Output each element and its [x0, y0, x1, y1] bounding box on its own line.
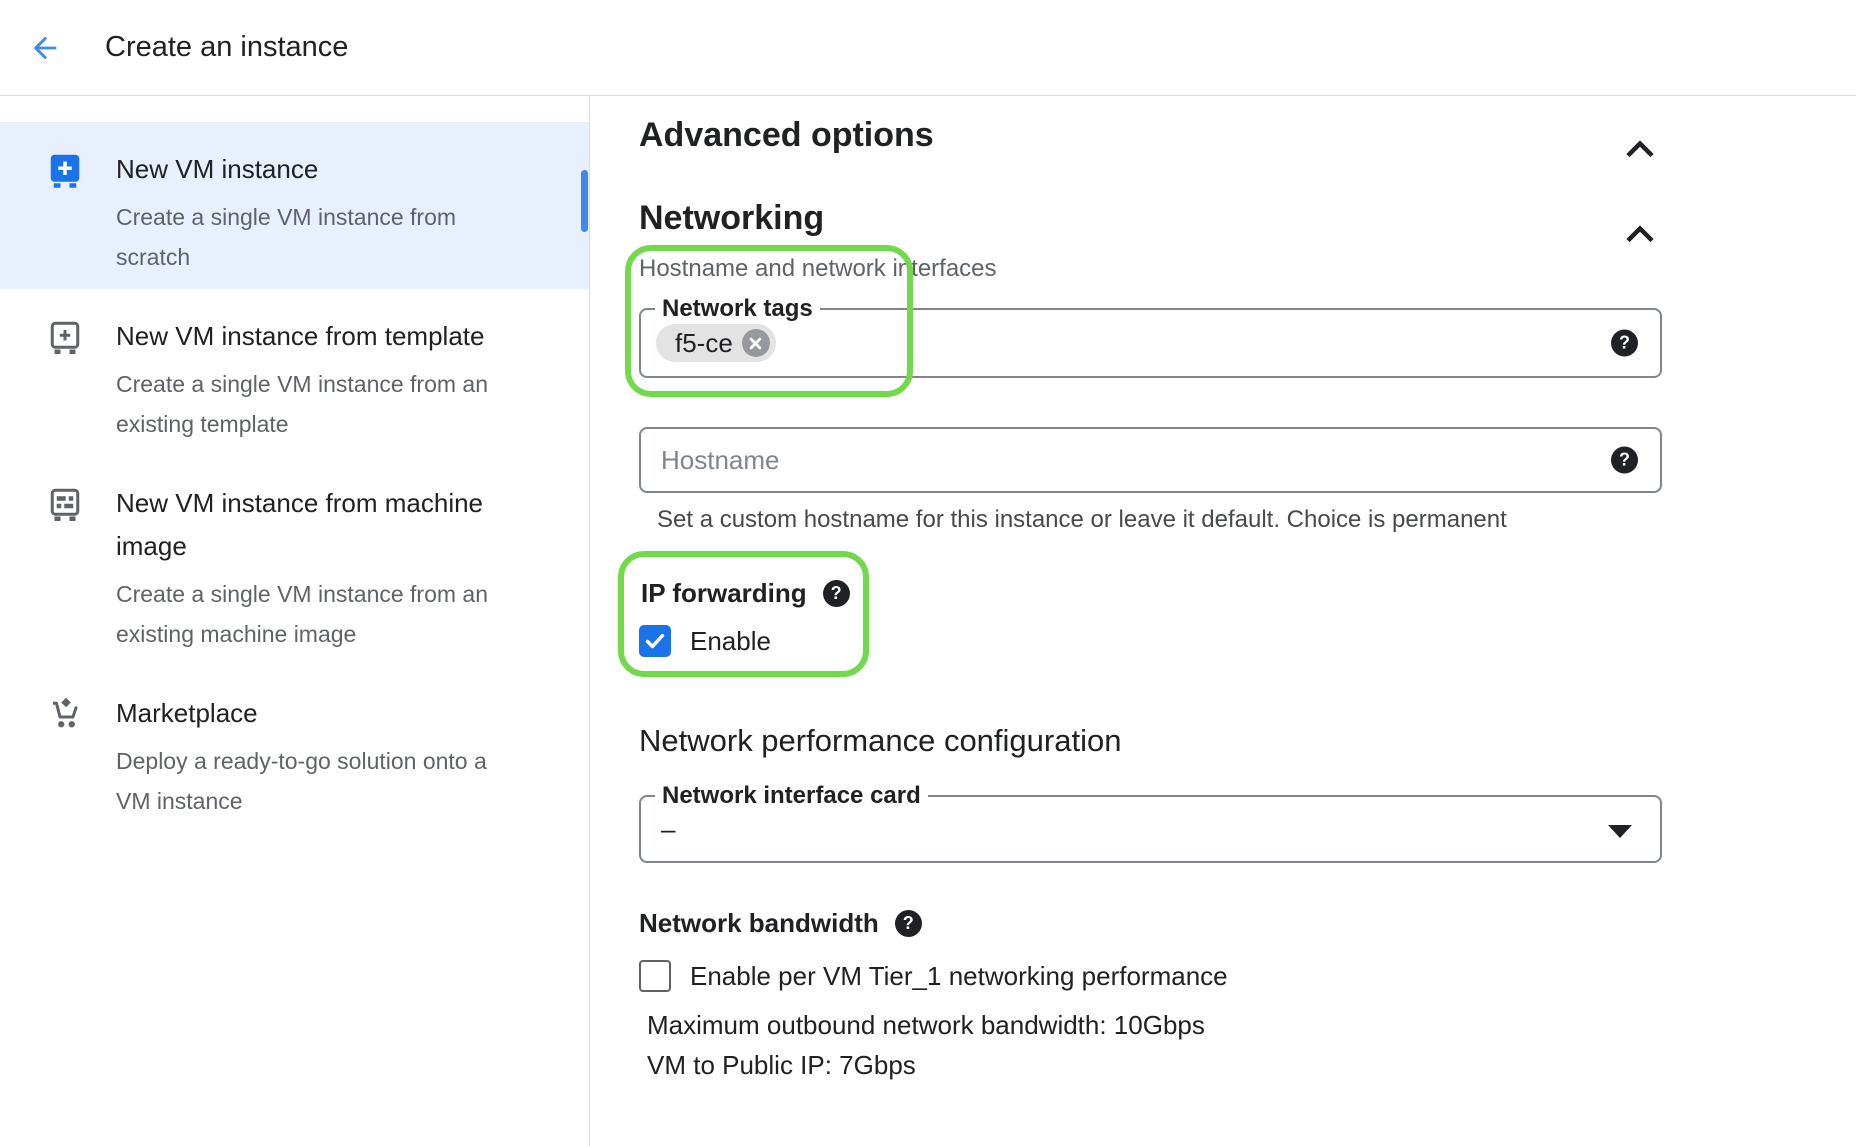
- ip-forwarding-enable-label: Enable: [690, 625, 771, 656]
- network-bandwidth-row: Network bandwidth ?: [639, 908, 922, 939]
- chip-text: f5-ce: [675, 327, 733, 358]
- page-header: Create an instance: [0, 0, 1856, 96]
- page-title: Create an instance: [105, 31, 349, 63]
- sidebar-item-description: Create a single VM instance from an exis…: [116, 581, 489, 647]
- sidebar-item-new-vm-from-machine-image[interactable]: New VM instance from machine image Creat…: [0, 456, 589, 666]
- max-outbound-bandwidth-text: Maximum outbound network bandwidth: 10Gb…: [647, 1010, 1205, 1040]
- ip-forwarding-help-icon[interactable]: ?: [822, 580, 850, 607]
- hostname-helper-text: Set a custom hostname for this instance …: [657, 506, 1507, 533]
- network-tags-field[interactable]: Network tags f5-ce ?: [639, 295, 1662, 378]
- dropdown-caret-icon[interactable]: [1608, 825, 1632, 838]
- ip-forwarding-label: IP forwarding: [641, 578, 807, 608]
- advanced-options-collapse-button[interactable]: [1618, 132, 1662, 166]
- ip-forwarding-row: IP forwarding ?: [641, 578, 850, 609]
- sidebar-item-title: New VM instance: [116, 154, 319, 184]
- network-performance-heading: Network performance configuration: [639, 723, 1122, 758]
- network-tags-help-icon[interactable]: ?: [1611, 329, 1638, 357]
- machine-image-icon: [47, 484, 83, 528]
- network-interface-card-value: –: [661, 813, 676, 844]
- chevron-up-icon: [1621, 224, 1659, 251]
- hostname-input[interactable]: [661, 444, 1561, 476]
- network-bandwidth-help-icon[interactable]: ?: [894, 910, 922, 937]
- back-button[interactable]: [25, 28, 65, 68]
- networking-panel: Advanced options Networking Hostname and…: [590, 96, 1856, 1146]
- network-interface-card-select[interactable]: Network interface card –: [639, 782, 1662, 863]
- vm-create-icon: [47, 150, 83, 194]
- sidebar-item-description: Deploy a ready-to-go solution onto a VM …: [116, 748, 487, 814]
- chevron-up-icon: [1621, 139, 1659, 166]
- network-tag-chip: f5-ce: [656, 324, 776, 362]
- vm-to-public-ip-text: VM to Public IP: 7Gbps: [647, 1050, 916, 1080]
- sidebar-item-new-vm-instance[interactable]: New VM instance Create a single VM insta…: [0, 122, 589, 289]
- advanced-options-heading: Advanced options: [639, 116, 934, 154]
- checkmark-icon: [643, 629, 667, 653]
- sidebar-item-new-vm-from-template[interactable]: New VM instance from template Create a s…: [0, 289, 589, 456]
- networking-collapse-button[interactable]: [1618, 217, 1662, 251]
- tier1-networking-checkbox[interactable]: [639, 960, 671, 992]
- vm-template-icon: [47, 317, 83, 361]
- close-icon: [748, 336, 763, 351]
- ip-forwarding-checkbox[interactable]: [639, 625, 671, 657]
- tier1-networking-label: Enable per VM Tier_1 networking performa…: [690, 960, 1228, 991]
- hostname-help-icon[interactable]: ?: [1611, 446, 1638, 474]
- instance-type-sidebar: New VM instance Create a single VM insta…: [0, 96, 590, 1146]
- networking-heading: Networking: [639, 199, 825, 237]
- network-interface-card-label: Network interface card: [655, 782, 928, 810]
- arrow-left-icon: [28, 31, 62, 65]
- ip-forwarding-enable-row: Enable: [639, 625, 771, 657]
- tier1-networking-row: Enable per VM Tier_1 networking performa…: [639, 960, 1228, 992]
- sidebar-item-title: New VM instance from machine image: [116, 488, 484, 561]
- sidebar-item-marketplace[interactable]: Marketplace Deploy a ready-to-go solutio…: [0, 666, 589, 833]
- sidebar-item-title: Marketplace: [116, 698, 258, 728]
- network-tags-label: Network tags: [655, 295, 820, 323]
- sidebar-item-title: New VM instance from template: [116, 321, 485, 351]
- hostname-field[interactable]: ?: [639, 427, 1662, 493]
- networking-subtitle: Hostname and network interfaces: [639, 255, 997, 282]
- chip-remove-button[interactable]: [741, 329, 770, 357]
- network-bandwidth-label: Network bandwidth: [639, 908, 879, 938]
- sidebar-item-description: Create a single VM instance from scratch: [116, 204, 457, 270]
- sidebar-item-description: Create a single VM instance from an exis…: [116, 371, 489, 437]
- marketplace-cart-icon: [47, 694, 83, 738]
- sidebar-scrollbar-thumb[interactable]: [581, 170, 588, 232]
